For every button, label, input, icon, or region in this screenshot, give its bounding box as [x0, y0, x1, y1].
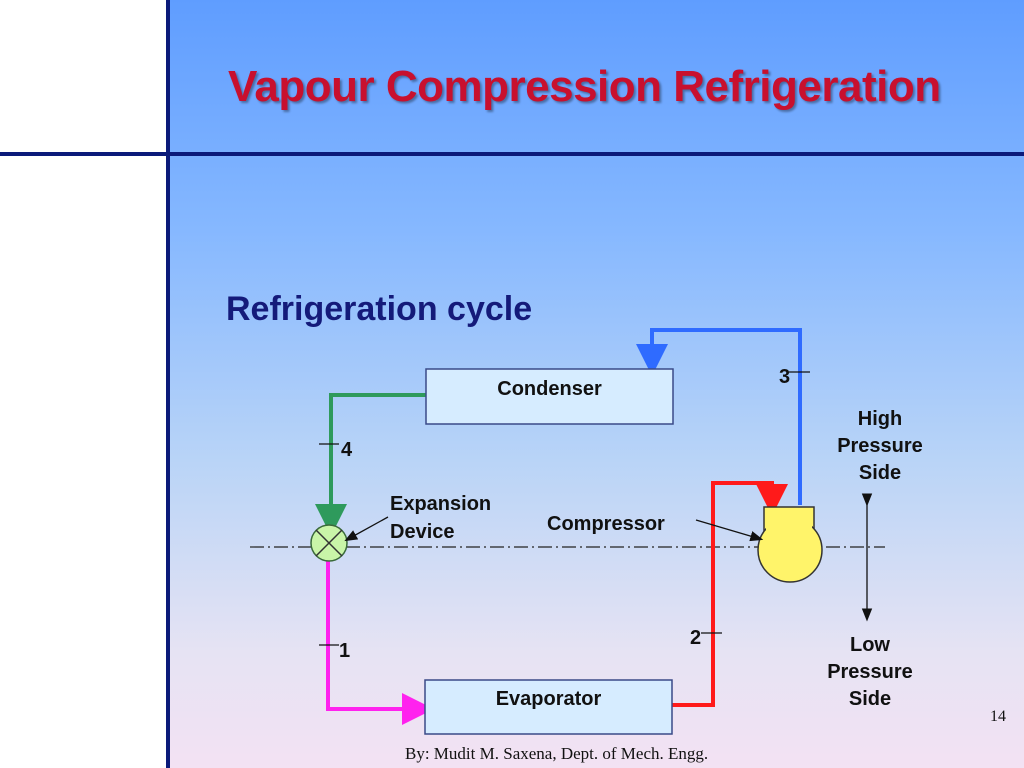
condenser-label: Condenser: [497, 378, 602, 400]
slide-footer: By: Mudit M. Saxena, Dept. of Mech. Engg…: [405, 744, 709, 763]
state-1-label: 1: [339, 640, 351, 662]
state-4-label: 4: [341, 439, 353, 461]
compressor-symbol: [757, 506, 823, 583]
left-white-panel: [0, 0, 166, 768]
state-2-label: 2: [690, 627, 702, 649]
slide-subtitle: Refrigeration cycle: [226, 290, 533, 328]
high-pressure-label-line2: Pressure: [837, 435, 923, 457]
expansion-device-symbol: [310, 524, 348, 562]
expansion-label-line1: Expansion: [390, 493, 492, 515]
line-4-green: [315, 393, 426, 536]
high-pressure-label-line3: Side: [858, 462, 902, 484]
evaporator-box: [424, 679, 673, 735]
title-divider-line: [0, 152, 1024, 156]
compressor-label: Compressor: [547, 513, 665, 535]
line-2-red: [672, 481, 788, 707]
expansion-pointer-arrow: [344, 516, 389, 542]
low-pressure-label-line2: Pressure: [827, 661, 913, 683]
evaporator-label: Evaporator: [495, 688, 602, 710]
page-number: 14: [990, 708, 1006, 725]
state-3-label: 3: [779, 366, 791, 388]
left-divider-line: [166, 0, 170, 768]
low-pressure-label-line1: Low: [850, 634, 890, 656]
line-1-magenta: [326, 561, 434, 725]
low-pressure-label-line3: Side: [848, 688, 892, 710]
line-3-blue: [636, 328, 802, 505]
slide-title: Vapour Compression Refrigeration: [228, 62, 941, 111]
condenser-box: [425, 368, 674, 425]
high-pressure-label-line1: High: [857, 408, 903, 430]
expansion-label-line2: Device: [390, 521, 455, 543]
compressor-pointer-arrow: [695, 519, 764, 542]
